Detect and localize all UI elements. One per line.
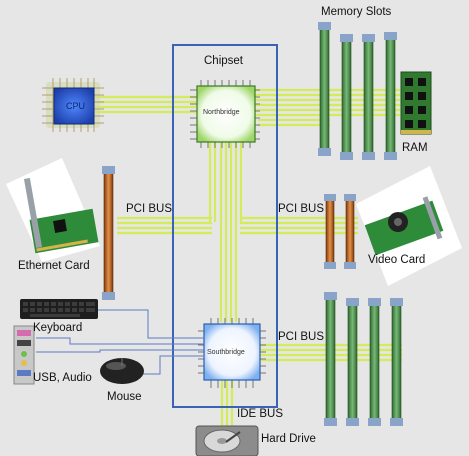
pci-slot [324, 194, 336, 269]
right-pci-bus-top [240, 216, 358, 235]
hard-drive-label: Hard Drive [261, 433, 316, 445]
left-pci-bus-label: PCI BUS [126, 203, 173, 215]
lower-slots [324, 292, 403, 426]
northbridge-southbridge-bus [208, 142, 243, 322]
pci-slot [344, 194, 356, 269]
expansion-slot [324, 292, 337, 426]
memory-slot [362, 34, 375, 160]
expansion-slot [390, 298, 403, 426]
southbridge-label: Southbridge [207, 349, 245, 356]
right-pci-bus-bottom-label: PCI BUS [278, 331, 325, 343]
southbridge-chip-icon [198, 318, 266, 388]
hard-drive-icon [195, 425, 259, 456]
cpu-label: CPU [66, 101, 86, 111]
memory-slot [384, 32, 397, 160]
ethernet-card-icon [6, 158, 100, 262]
usb-audio-label: USB, Audio [33, 372, 92, 384]
keyboard-icon [20, 299, 98, 319]
video-card-label: Video Card [368, 254, 426, 266]
peripheral-wires [36, 309, 204, 375]
chipset-boundary [172, 44, 278, 408]
keyboard-label: Keyboard [33, 322, 83, 334]
memory-slot [318, 22, 331, 156]
mouse-icon [100, 358, 144, 384]
ide-bus-label: IDE BUS [237, 408, 284, 420]
memory-slots-label: Memory Slots [321, 6, 392, 18]
memory-slots [318, 22, 397, 160]
ethernet-card-label: Ethernet Card [18, 260, 90, 272]
expansion-slot [346, 298, 359, 426]
memory-slot [340, 34, 353, 160]
video-card-icon [356, 166, 462, 286]
usb-audio-ports-icon [13, 325, 35, 385]
northbridge-label: Northbridge [203, 109, 240, 116]
northbridge-chip-icon [190, 80, 260, 148]
cpu-chip-icon [42, 78, 104, 132]
expansion-slot [368, 298, 381, 426]
right-pci-slots [324, 194, 356, 269]
ram-module-icon [400, 71, 432, 135]
left-pci-slot [102, 166, 115, 300]
right-pci-bus-top-label: PCI BUS [278, 203, 325, 215]
mouse-label: Mouse [107, 391, 142, 403]
ide-bus [220, 380, 234, 428]
left-pci-bus [117, 216, 212, 235]
chipset-label: Chipset [204, 55, 243, 67]
cpu-northbridge-bus [95, 95, 196, 114]
ram-label: RAM [402, 142, 428, 154]
